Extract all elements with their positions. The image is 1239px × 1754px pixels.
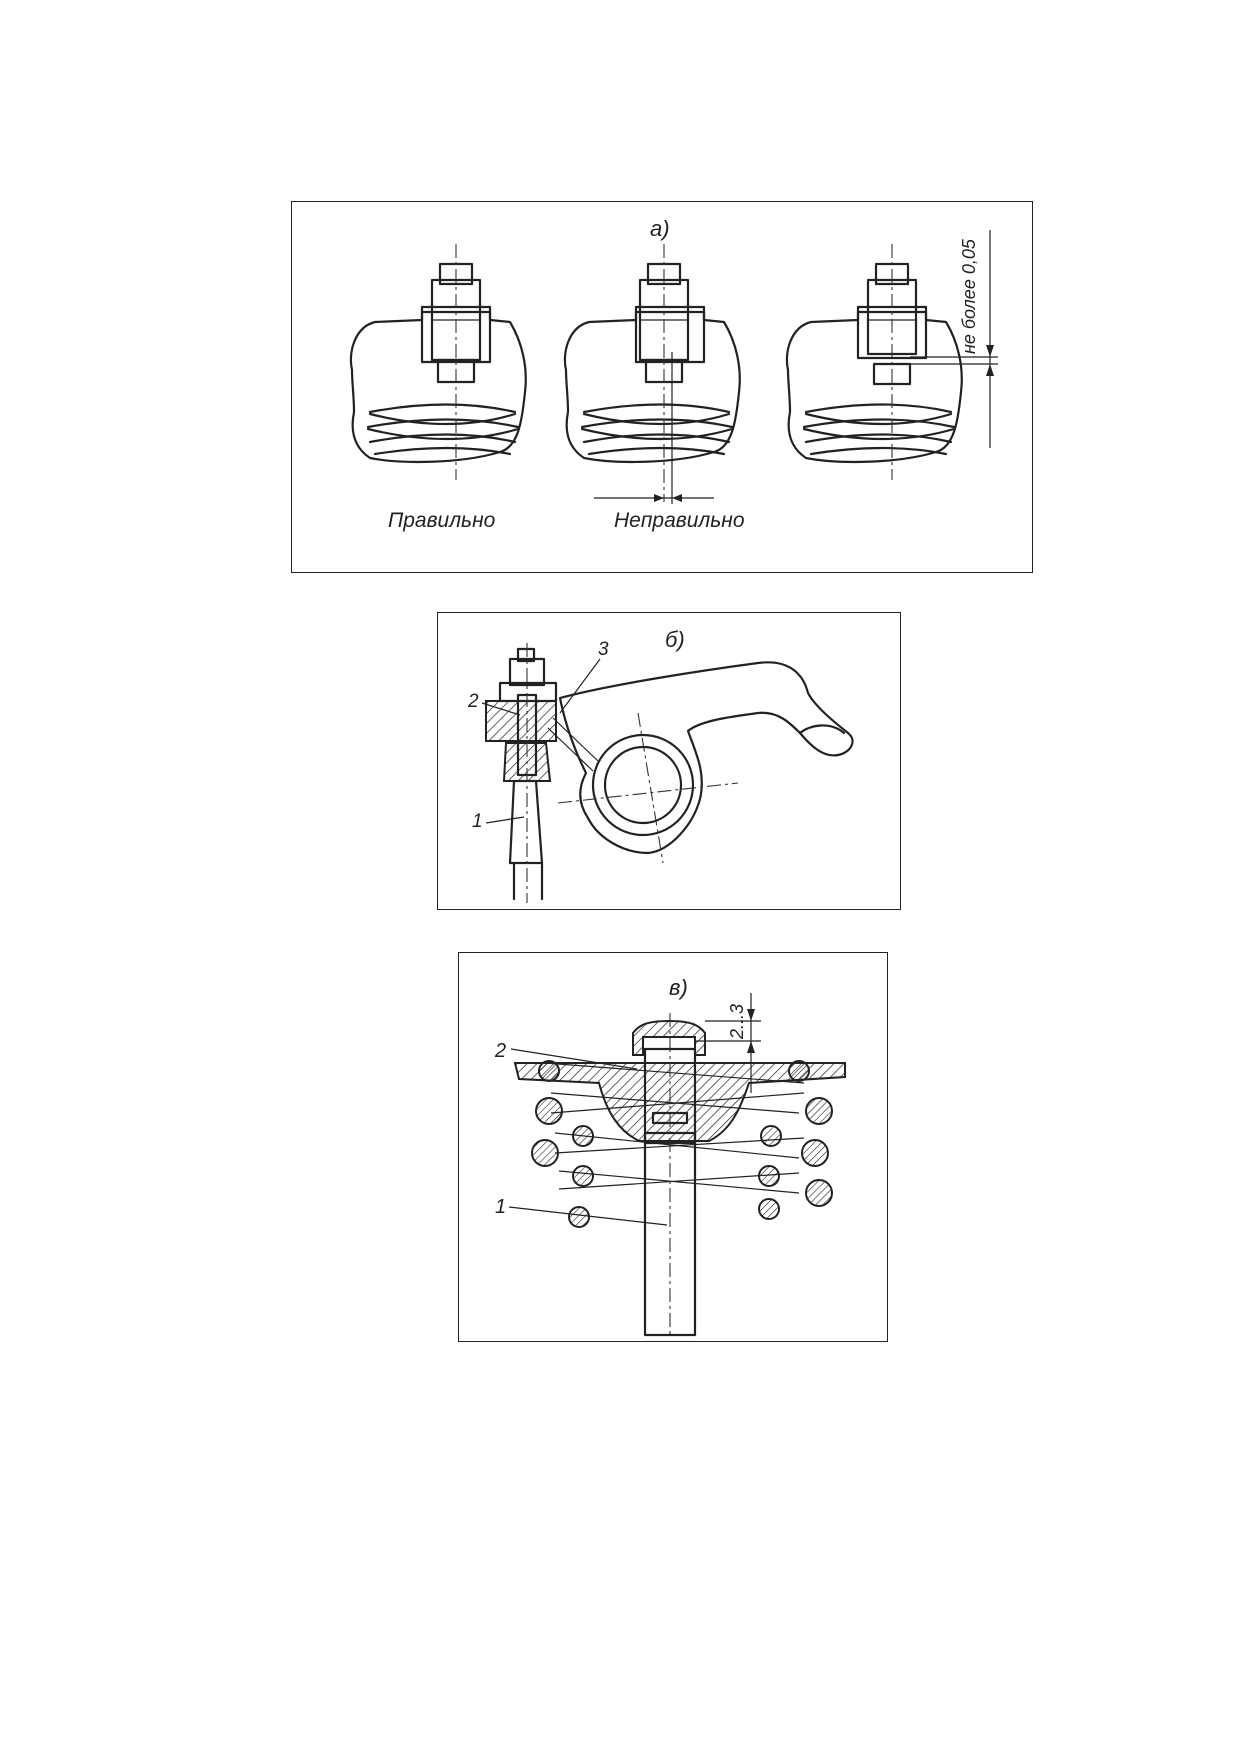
- panel-a-label: а): [650, 216, 670, 241]
- panel-c-drawing: в): [494, 975, 846, 1337]
- panel-c-label: в): [669, 975, 688, 1000]
- callout-2: 2: [467, 691, 479, 712]
- valve-assembly-gap: [785, 230, 998, 480]
- gap-dimension-label: не более 0,05: [959, 238, 979, 354]
- spring-retainer: [513, 1062, 846, 1142]
- valve-assembly-correct: [349, 244, 527, 480]
- valve-cap: [632, 1019, 706, 1056]
- panel-b-drawing: б) 2 3 1: [467, 627, 854, 903]
- rocker-arm: [547, 661, 854, 864]
- panel-b: б) 2 3 1: [437, 612, 901, 910]
- panel-b-label: б): [665, 627, 685, 652]
- valve-assembly-incorrect: [563, 244, 741, 504]
- clearance-dimension-label: 2...3: [727, 1004, 747, 1040]
- panel-a-drawing: а): [349, 216, 998, 532]
- caption-correct: Правильно: [388, 509, 496, 532]
- panel-a: а): [291, 201, 1033, 573]
- callout-1: 1: [472, 811, 483, 832]
- callout-3: 3: [598, 639, 609, 660]
- callout-2: 2: [494, 1040, 506, 1062]
- callout-1: 1: [495, 1196, 506, 1218]
- panel-c: в): [458, 952, 888, 1342]
- caption-incorrect: Неправильно: [614, 509, 745, 532]
- adjusting-screw: [485, 647, 558, 901]
